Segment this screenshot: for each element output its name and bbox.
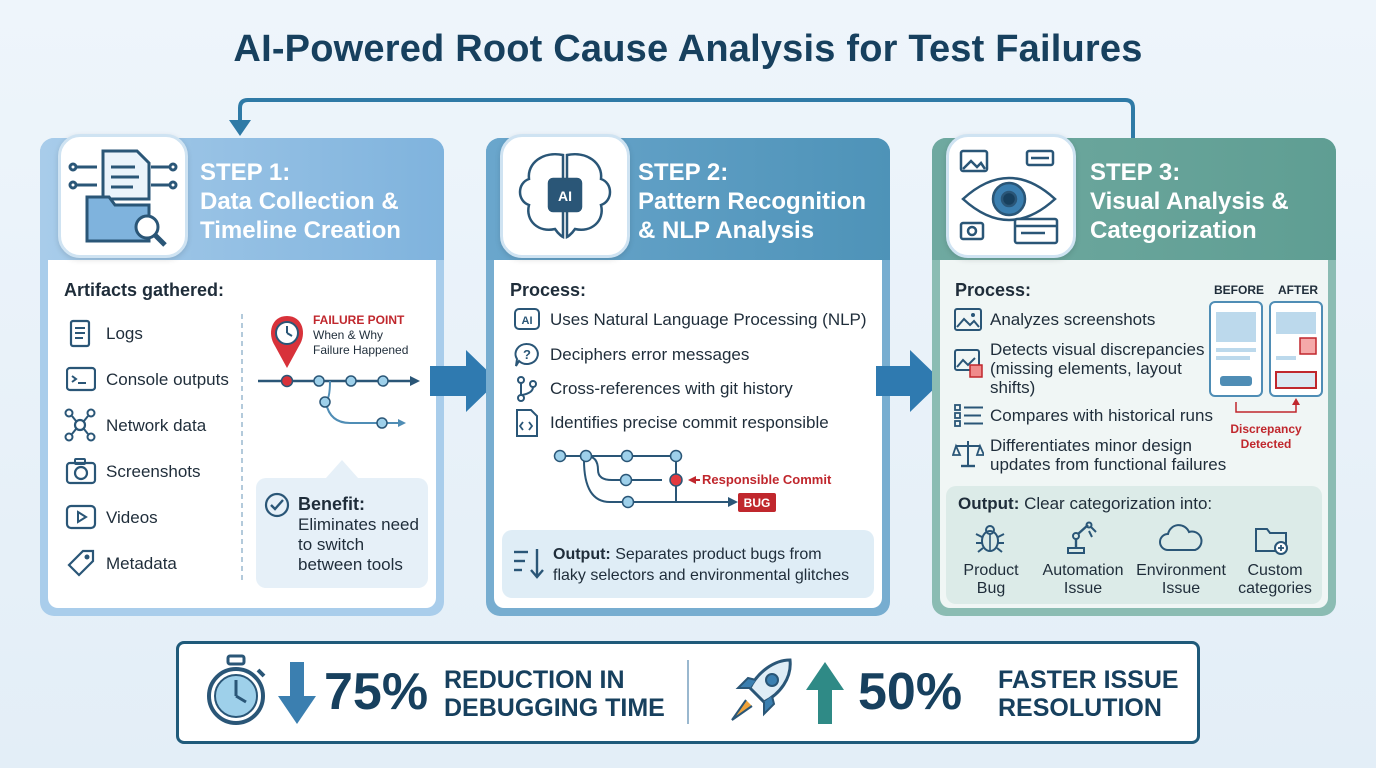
rocket-icon bbox=[724, 654, 800, 735]
image-icon bbox=[953, 307, 983, 338]
camera-icon bbox=[65, 457, 97, 490]
bug-badge: BUG bbox=[743, 496, 771, 510]
metric1-value: 75% bbox=[324, 663, 429, 721]
artifact-console: Console outputs bbox=[106, 370, 229, 389]
benefit-line1: Eliminates need bbox=[298, 515, 419, 534]
code-file-icon bbox=[514, 408, 540, 443]
step3-output: Output: Clear categorization into: bbox=[958, 494, 1212, 514]
step3-output-text: Clear categorization into: bbox=[1024, 494, 1213, 513]
artifact-logs: Logs bbox=[106, 324, 143, 343]
step2-output-line2: flaky selectors and environmental glitch… bbox=[553, 567, 850, 584]
console-icon bbox=[65, 366, 97, 397]
sort-down-icon bbox=[511, 546, 545, 587]
svg-text:AI: AI bbox=[558, 188, 572, 204]
folder-add-icon bbox=[1254, 522, 1290, 561]
image-discrepancy-icon bbox=[953, 348, 985, 385]
failure-point-line2: Failure Happened bbox=[313, 343, 409, 357]
step3-process-label: Process: bbox=[955, 280, 1032, 300]
step2-item-errors: Deciphers error messages bbox=[550, 345, 750, 364]
step2-title: STEP 2: Pattern Recognition & NLP Analys… bbox=[638, 159, 867, 244]
network-icon bbox=[64, 408, 96, 447]
list-compare-icon bbox=[953, 403, 985, 434]
check-circle-icon bbox=[263, 491, 291, 524]
tag-icon bbox=[65, 547, 97, 584]
visual-analysis-icon bbox=[946, 134, 1076, 258]
cloud-icon bbox=[1158, 524, 1204, 561]
artifacts-label: Artifacts gathered: bbox=[64, 280, 225, 300]
step3-item-discrepancy-2: (missing elements, layout bbox=[990, 359, 1182, 378]
step3-item-history: Compares with historical runs bbox=[990, 406, 1213, 425]
step3-title: STEP 3: Visual Analysis & Categorization bbox=[1090, 159, 1289, 244]
step2-process-label: Process: bbox=[510, 280, 587, 300]
step3-output-label: Output: bbox=[958, 494, 1020, 513]
step2-output-label: Output: bbox=[553, 546, 611, 563]
step1-title: STEP 1: Data Collection & Timeline Creat… bbox=[200, 159, 401, 244]
step2-output-box bbox=[502, 530, 874, 598]
step2-output: Output: Separates product bugs from bbox=[553, 545, 822, 565]
git-branch-icon bbox=[515, 375, 539, 408]
robot-arm-icon bbox=[1064, 520, 1100, 561]
benefit-line3: between tools bbox=[298, 555, 403, 574]
video-icon bbox=[65, 503, 97, 536]
benefit-label: Benefit: bbox=[298, 494, 365, 514]
artifact-screenshots: Screenshots bbox=[106, 462, 201, 481]
ai-chip-icon: AI bbox=[513, 307, 541, 338]
scales-icon bbox=[951, 438, 986, 475]
failure-point-label: FAILURE POINT bbox=[313, 313, 405, 327]
step3-item-differentiates-1: Differentiates minor design bbox=[990, 436, 1192, 455]
svg-text:AI: AI bbox=[522, 315, 533, 327]
svg-text:?: ? bbox=[523, 347, 531, 362]
after-label: AFTER bbox=[1278, 283, 1318, 297]
arrow-up-icon bbox=[804, 660, 846, 731]
artifact-metadata: Metadata bbox=[106, 554, 177, 573]
benefit-line2: to switch bbox=[298, 535, 365, 554]
ai-brain-icon: AI bbox=[500, 134, 630, 258]
step3-item-discrepancy-1: Detects visual discrepancies bbox=[990, 340, 1205, 359]
discrepancy-label: Discrepancy Detected bbox=[1230, 422, 1302, 451]
step3-item-screens: Analyzes screenshots bbox=[990, 310, 1156, 329]
step2-item-nlp: Uses Natural Language Processing (NLP) bbox=[550, 310, 867, 329]
step2-item-git: Cross-references with git history bbox=[550, 379, 793, 398]
bug-icon bbox=[973, 522, 1007, 561]
step3-output-box bbox=[946, 486, 1322, 604]
page-title: AI-Powered Root Cause Analysis for Test … bbox=[233, 28, 1143, 70]
stopwatch-icon bbox=[204, 654, 270, 735]
artifact-network: Network data bbox=[106, 416, 207, 435]
arrow-down-icon bbox=[276, 660, 318, 731]
step2-output-line1: Separates product bugs from bbox=[615, 546, 822, 563]
before-label: BEFORE bbox=[1214, 283, 1265, 297]
document-icon bbox=[66, 318, 94, 355]
responsible-commit-label: Responsible Commit bbox=[702, 472, 832, 487]
step3-item-differentiates-2: updates from functional failures bbox=[990, 455, 1227, 474]
question-bubble-icon: ? bbox=[513, 341, 541, 374]
metric2-value: 50% bbox=[858, 663, 963, 721]
data-collection-icon bbox=[58, 134, 188, 258]
step2-item-commit: Identifies precise commit responsible bbox=[550, 413, 829, 432]
step3-item-discrepancy-3: shifts) bbox=[990, 378, 1036, 397]
artifact-videos: Videos bbox=[106, 508, 158, 527]
failure-point-line1: When & Why bbox=[313, 328, 384, 342]
